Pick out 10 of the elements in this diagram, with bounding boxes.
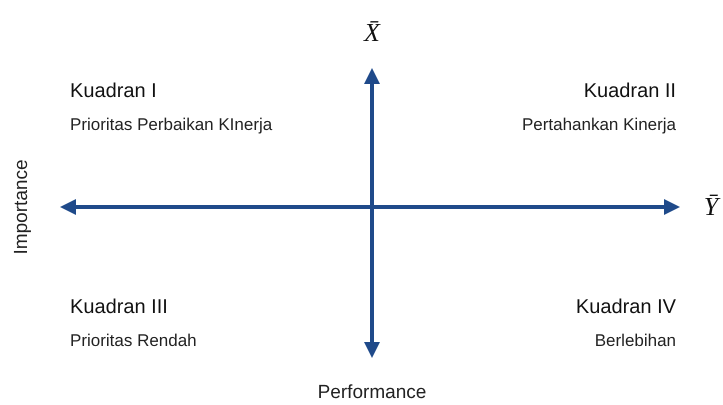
quadrant-title: Kuadran II [584,80,676,103]
quadrant-title: Kuadran I [70,80,157,103]
quadrant-subtitle: Prioritas Perbaikan KInerja [70,115,272,135]
quadrant-subtitle: Berlebihan [594,331,676,351]
quadrant-title: Kuadran IV [576,296,676,319]
quadrant-title: Kuadran III [70,296,168,319]
quadrant-subtitle: Prioritas Rendah [70,331,197,351]
axis-title: Importance [11,159,33,255]
quadrant-subtitle: Pertahankan Kinerja [522,115,676,135]
axis-title: Performance [318,382,426,404]
